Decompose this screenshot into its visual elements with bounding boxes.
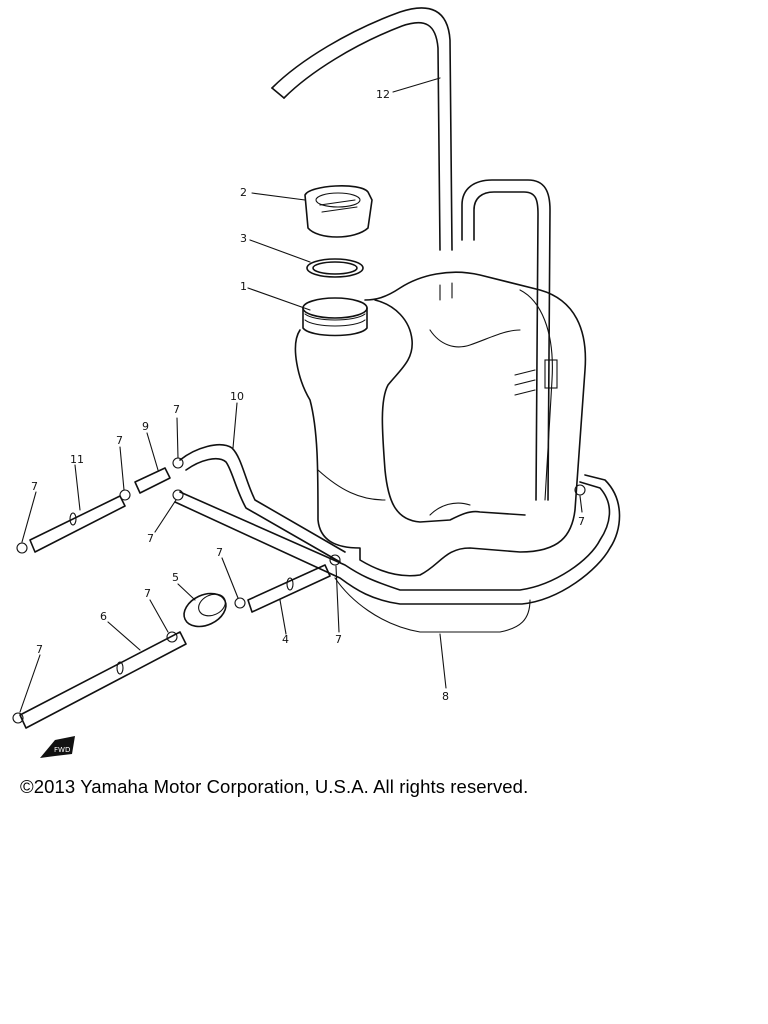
pipe-4-drawing <box>247 564 331 613</box>
label-part-8: 8 <box>442 690 449 703</box>
overflow-loop-drawing <box>461 179 551 501</box>
hose-8-drawing <box>174 474 621 633</box>
label-part-2: 2 <box>240 186 247 199</box>
label-part-10: 10 <box>230 390 244 403</box>
gasket-drawing <box>306 258 364 278</box>
label-part-4: 4 <box>282 633 289 646</box>
label-part-1: 1 <box>240 280 247 293</box>
label-part-7-e: 7 <box>578 515 585 528</box>
pipe-11-drawing <box>29 495 126 553</box>
part-labels: 12 2 3 1 10 9 7 7 11 7 7 7 7 5 7 6 4 7 7… <box>31 88 585 703</box>
label-part-7-g: 7 <box>144 587 151 600</box>
label-part-9: 9 <box>142 420 149 433</box>
fwd-arrow-icon: FWD <box>40 736 75 758</box>
label-part-7-h: 7 <box>335 633 342 646</box>
copyright-notice: ©2013 Yamaha Motor Corporation, U.S.A. A… <box>20 776 529 797</box>
label-part-7-d: 7 <box>147 532 154 545</box>
hose-12-drawing <box>271 7 453 251</box>
label-part-7-f: 7 <box>216 546 223 559</box>
leader-lines <box>19 77 583 713</box>
fwd-label: FWD <box>54 746 70 754</box>
label-part-12: 12 <box>376 88 390 101</box>
joint-9-drawing <box>134 467 171 494</box>
label-part-7-a: 7 <box>173 403 180 416</box>
filler-neck-drawing <box>302 297 368 337</box>
label-part-5: 5 <box>172 571 179 584</box>
radiator-cap-drawing <box>304 185 373 238</box>
hose-10-drawing <box>179 444 346 563</box>
label-part-7-c: 7 <box>31 480 38 493</box>
label-part-7-i: 7 <box>36 643 43 656</box>
label-part-7-b: 7 <box>116 434 123 447</box>
filter-5-drawing <box>183 592 227 628</box>
label-part-6: 6 <box>100 610 107 623</box>
pipe-6-drawing <box>19 631 187 729</box>
coolant-tank-drawing <box>294 271 587 577</box>
label-part-11: 11 <box>70 453 84 466</box>
label-part-3: 3 <box>240 232 247 245</box>
